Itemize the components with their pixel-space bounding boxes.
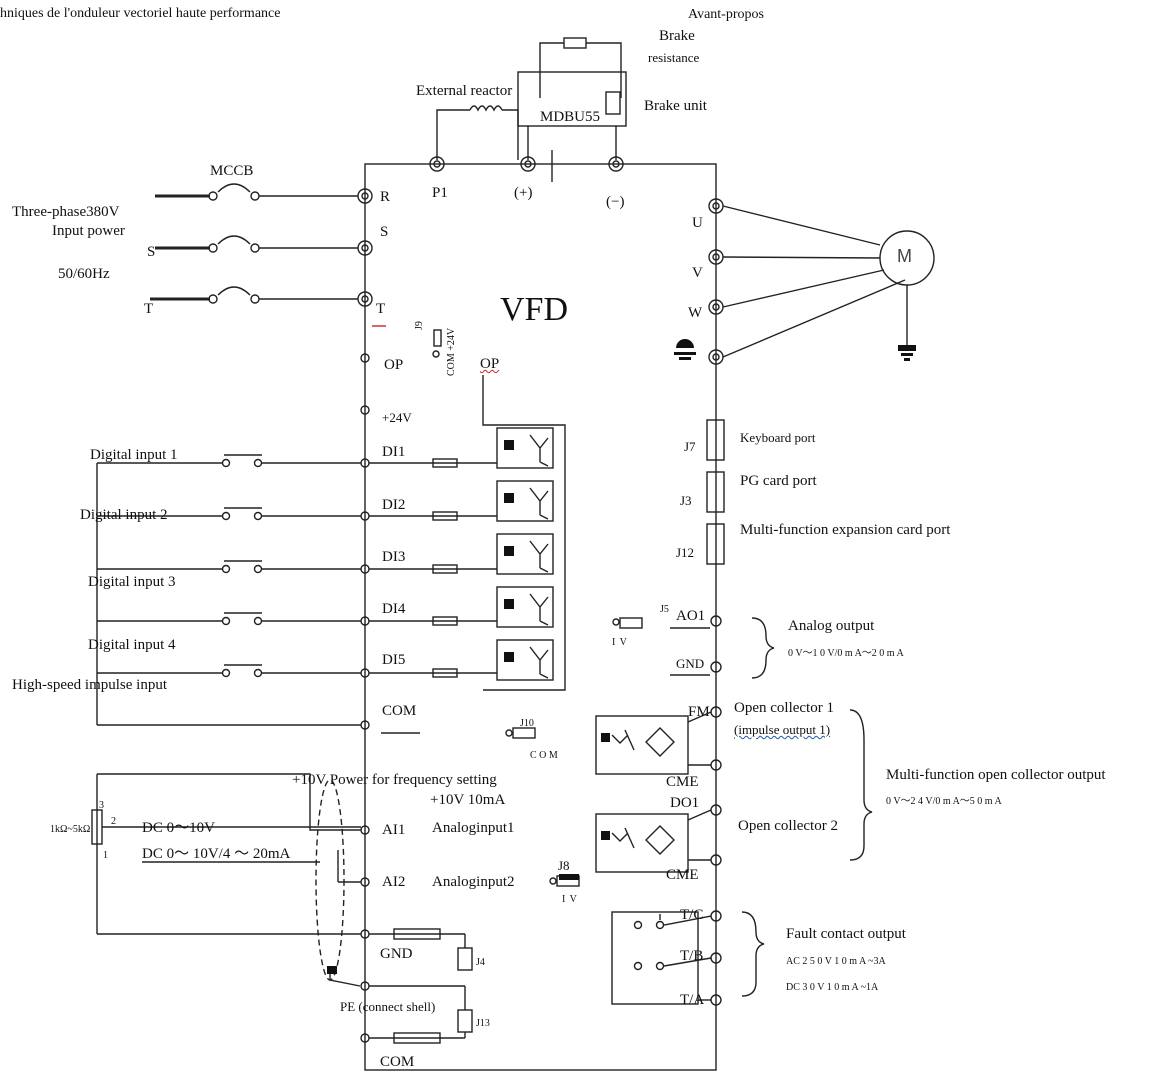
- wire-s-label: S: [147, 244, 156, 260]
- digital-input-4-label: Digital input 4: [88, 637, 176, 653]
- analog-output-range: 0 V～1 0 V/0 m A～2 0 m A: [788, 648, 904, 659]
- analog-input-2-label: Analoginput2: [432, 874, 515, 890]
- high-speed-input-label: High-speed impulse input: [12, 677, 167, 693]
- motor-label: M: [897, 246, 912, 266]
- open-collector-1-label: Open collector 1: [734, 700, 834, 716]
- brake-unit-label: Brake unit: [644, 98, 707, 114]
- digital-input-2-label: Digital input 2: [80, 507, 168, 523]
- digital-input-3-label: Digital input 3: [88, 574, 176, 590]
- multifunction-oc-output-range: 0 V～2 4 V/0 m A～5 0 m A: [886, 796, 1002, 807]
- keyboard-port-label: Keyboard port: [740, 430, 816, 445]
- multifunction-oc-output-label: Multi-function open collector output: [886, 767, 1106, 783]
- port-j7: J7: [684, 439, 696, 454]
- terminal-di5: DI5: [382, 652, 406, 668]
- header-left: hniques de l'onduleur vectoriel haute pe…: [0, 6, 281, 21]
- input-power-label-1: Three-phase380V: [12, 204, 120, 220]
- potentiometer-label: 1kΩ~5kΩ: [50, 824, 91, 835]
- reactor-coil: [469, 105, 503, 112]
- pg-card-port-label: PG card port: [740, 473, 817, 489]
- pot-pin-2: 2: [111, 816, 116, 827]
- j8-iv-label: I V: [562, 894, 578, 905]
- terminal-v: V: [692, 265, 703, 281]
- j4-label: J4: [476, 957, 485, 968]
- dc-0-10v-label: DC 0～10V: [142, 820, 215, 836]
- terminal-di2: DI2: [382, 497, 406, 513]
- fault-contact-ac-rating: AC 2 5 0 V 1 0 m A ~3A: [786, 956, 886, 967]
- brake-unit: [517, 71, 627, 127]
- terminal-w: W: [688, 305, 703, 321]
- brake-resistance: [563, 37, 587, 49]
- terminal-tc: T/C: [680, 907, 704, 923]
- terminal-di1: DI1: [382, 444, 406, 460]
- terminal-do1: DO1: [670, 795, 700, 811]
- pot-pin-1: 1: [103, 850, 108, 861]
- terminal-di3: DI3: [382, 549, 406, 565]
- pot-pin-3: 3: [99, 800, 104, 811]
- impulse-output-label: (impulse output 1): [734, 722, 831, 737]
- terminal-gnd-right: GND: [676, 656, 705, 671]
- terminal-di4: DI4: [382, 601, 406, 617]
- terminal-r: R: [380, 189, 391, 205]
- open-collector-2-label: Open collector 2: [738, 818, 838, 834]
- mdbu-label: MDBU55: [540, 109, 601, 125]
- fault-contact-dc-rating: DC 3 0 V 1 0 m A ~1A: [786, 982, 879, 993]
- mccb-label: MCCB: [210, 163, 254, 179]
- terminal-p1: P1: [432, 185, 448, 201]
- port-j12: J12: [676, 545, 695, 560]
- terminal-com-bottom: COM: [380, 1054, 415, 1070]
- dc-0-10v-4-20ma-label: DC 0～ 10V/4 ～ 20mA: [142, 846, 291, 862]
- terminal-cme-1: CME: [666, 774, 699, 790]
- terminal-op: OP: [384, 357, 404, 373]
- terminal-ao1: AO1: [676, 608, 706, 624]
- expansion-card-port-label: Multi-function expansion card port: [740, 522, 951, 538]
- terminal-ta: T/A: [680, 992, 705, 1008]
- terminal-ai1: AI1: [382, 822, 406, 838]
- brake-resistance-label-1: Brake: [659, 28, 695, 44]
- j9-com-24v-label: COM +24V: [446, 327, 457, 376]
- analog-output-label: Analog output: [788, 618, 875, 634]
- terminal-s: S: [380, 224, 389, 240]
- wire-t-label: T: [144, 301, 154, 317]
- power-10v-10ma-label: +10V 10mA: [430, 792, 506, 808]
- j5-label: J5: [660, 604, 669, 615]
- analog-input-1-label: Analoginput1: [432, 820, 515, 836]
- fault-contact-output-label: Fault contact output: [786, 926, 906, 942]
- j10-label: J10: [520, 718, 534, 729]
- digital-input-1-label: Digital input 1: [90, 447, 178, 463]
- j9-label: J9: [414, 321, 425, 330]
- j13-label: J13: [476, 1018, 490, 1029]
- terminal-cme-2: CME: [666, 867, 699, 883]
- j10-com-label: C O M: [530, 750, 558, 761]
- j8-label: J8: [558, 858, 570, 873]
- terminal-t: T: [376, 301, 386, 317]
- terminal-gnd: GND: [380, 946, 413, 962]
- terminal-minus: (−): [606, 194, 625, 210]
- vfd-title: VFD: [500, 291, 569, 328]
- input-power-label-2: Input power: [52, 223, 125, 239]
- terminal-u: U: [692, 215, 703, 231]
- j5-iv-label: I V: [612, 637, 628, 648]
- terminal-tb: T/B: [680, 948, 704, 964]
- power-frequency-setting-label: +10V Power for frequency setting: [292, 772, 497, 788]
- terminal-pe: PE (connect shell): [340, 999, 436, 1014]
- external-reactor-label: External reactor: [416, 83, 513, 99]
- terminal-fm: FM: [688, 704, 710, 720]
- terminal-com: COM: [382, 703, 417, 719]
- terminal-ai2: AI2: [382, 874, 406, 890]
- header-right: Avant-propos: [688, 7, 764, 22]
- terminal-24v: +24V: [382, 410, 412, 425]
- input-frequency-label: 50/60Hz: [58, 266, 110, 282]
- internal-op-label: OP: [480, 356, 500, 372]
- terminal-plus: (+): [514, 185, 533, 201]
- brake-resistance-label-2: resistance: [648, 50, 700, 65]
- port-j3: J3: [680, 493, 692, 508]
